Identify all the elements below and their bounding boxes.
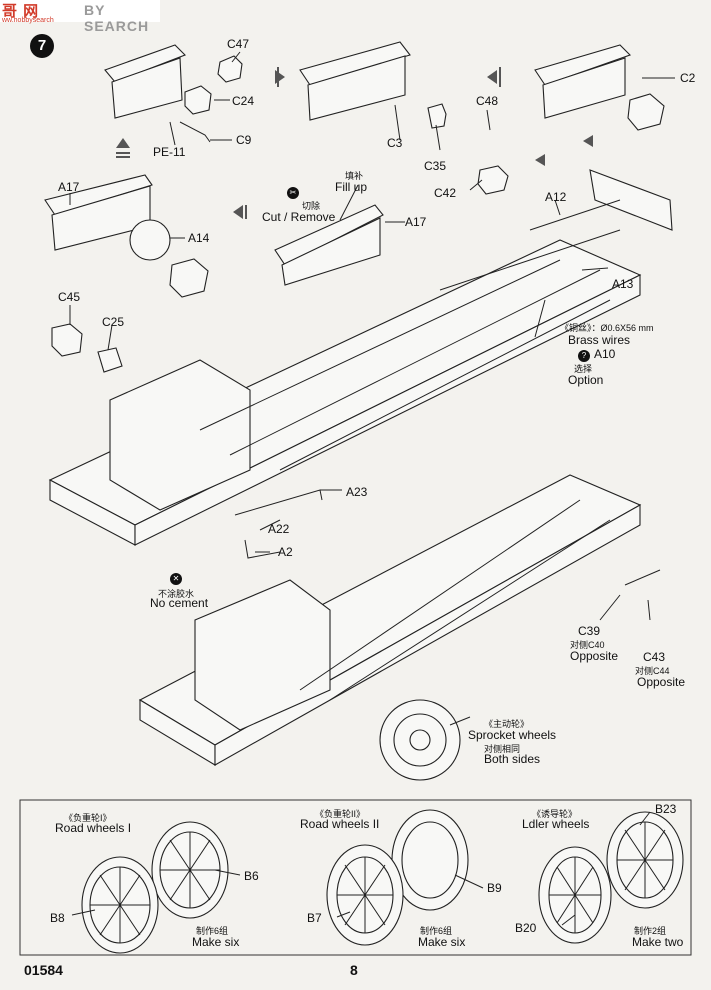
arrow-indicator bbox=[116, 138, 130, 148]
label-a22: A22 bbox=[268, 522, 290, 536]
label-b7: B7 bbox=[307, 911, 322, 925]
label-cut-cn: 切除 bbox=[302, 201, 321, 211]
option-icon: ? bbox=[578, 350, 590, 362]
label-a2: A2 bbox=[278, 545, 293, 559]
label-brass-cn: 《铜丝》：Ø0.6X56 mm bbox=[560, 323, 654, 333]
label-sprocket-en: Sprocket wheels bbox=[468, 728, 557, 742]
part-a2 bbox=[244, 539, 281, 559]
label-c3: C3 bbox=[387, 136, 403, 150]
cut-icon: ✂ bbox=[287, 187, 299, 199]
label-both-en: Both sides bbox=[484, 752, 541, 766]
label-b23: B23 bbox=[655, 802, 677, 816]
label-a10: A10 bbox=[594, 347, 616, 361]
part-a14 bbox=[129, 219, 171, 261]
bracket-top-middle bbox=[299, 41, 411, 86]
watermark: 哥 网 BY SEARCH ww.hobbysearch bbox=[0, 0, 160, 34]
label-sprocket-cn: 《主动轮》 bbox=[484, 719, 530, 729]
label-c40-cn: 对侧C40 bbox=[570, 640, 605, 650]
label-a13: A13 bbox=[612, 277, 634, 291]
label-rw2-make-cn: 制作6组 bbox=[420, 926, 453, 936]
label-c39-opposite: Opposite bbox=[570, 649, 619, 663]
label-c47: C47 bbox=[227, 37, 250, 51]
part-c2 bbox=[627, 93, 665, 131]
label-rw1-make-cn: 制作6组 bbox=[196, 926, 229, 936]
label-cut-en: Cut / Remove bbox=[262, 210, 336, 224]
label-rw2-en: Road wheels II bbox=[300, 817, 380, 831]
label-fill-cn: 填补 bbox=[345, 171, 364, 181]
part-c47 bbox=[217, 55, 243, 83]
part-c39 bbox=[624, 569, 661, 586]
label-a17-middle: A17 bbox=[405, 215, 427, 229]
bracket-top-left bbox=[104, 44, 186, 83]
label-option-en: Option bbox=[568, 373, 604, 387]
watermark-text: BY SEARCH bbox=[84, 2, 150, 34]
label-b20: B20 bbox=[515, 921, 537, 935]
part-c45 bbox=[51, 323, 83, 357]
brass-wire-a12 bbox=[529, 199, 621, 231]
label-idler-make-cn: 制作2组 bbox=[634, 926, 667, 936]
label-b9: B9 bbox=[487, 881, 502, 895]
label-rw1-cn: 《负重轮I》 bbox=[64, 813, 112, 823]
brass-wire-a13 bbox=[439, 229, 621, 291]
part-c35 bbox=[427, 103, 447, 129]
label-nocement-en: No cement bbox=[150, 596, 209, 610]
part-c42 bbox=[477, 165, 509, 195]
label-fill-en: Fill up bbox=[335, 180, 368, 194]
bracket-rear-right bbox=[589, 169, 673, 231]
page-number: 8 bbox=[350, 962, 358, 978]
watermark-logo: 哥 网 bbox=[2, 3, 40, 20]
label-pe11: PE-11 bbox=[153, 145, 186, 159]
label-c43-opposite: Opposite bbox=[637, 675, 686, 689]
engine-upper bbox=[109, 359, 251, 511]
label-idler-make-en: Make two bbox=[632, 935, 684, 949]
part-c24 bbox=[184, 85, 212, 115]
label-c43: C43 bbox=[643, 650, 666, 664]
label-idler-en: Ldler wheels bbox=[522, 817, 590, 831]
label-c35: C35 bbox=[424, 159, 447, 173]
bracket-a17-left bbox=[44, 174, 153, 216]
label-nocement-cn: 不涂胶水 bbox=[158, 589, 195, 599]
label-a12: A12 bbox=[545, 190, 567, 204]
label-a23: A23 bbox=[346, 485, 368, 499]
label-a17-left: A17 bbox=[58, 180, 80, 194]
label-c48: C48 bbox=[476, 94, 499, 108]
bracket-a17-middle bbox=[274, 204, 384, 266]
wheel-section-frame bbox=[19, 799, 692, 956]
watermark-url: ww.hobbysearch bbox=[2, 17, 54, 24]
step-number: 7 bbox=[30, 34, 54, 58]
label-b6: B6 bbox=[244, 869, 259, 883]
label-a14: A14 bbox=[188, 231, 210, 245]
engine-lower bbox=[194, 579, 331, 731]
label-c45: C45 bbox=[58, 290, 81, 304]
part-c9 bbox=[179, 121, 211, 143]
label-c44-cn: 对侧C44 bbox=[635, 666, 670, 676]
label-brass-en: Brass wires bbox=[568, 333, 631, 347]
label-b8: B8 bbox=[50, 911, 65, 925]
bracket-top-right bbox=[534, 44, 632, 86]
part-a23 bbox=[234, 489, 323, 516]
label-idler-cn: 《诱导轮》 bbox=[532, 809, 578, 819]
no-cement-icon: ✕ bbox=[170, 573, 182, 585]
label-rw2-cn: 《负重轮II》 bbox=[315, 809, 366, 819]
label-c39: C39 bbox=[578, 624, 601, 638]
label-c24: C24 bbox=[232, 94, 255, 108]
label-both-cn: 对侧相同 bbox=[484, 744, 521, 754]
label-option-cn: 选择 bbox=[574, 364, 593, 374]
label-c9: C9 bbox=[236, 133, 252, 147]
label-rw2-make-en: Make six bbox=[418, 935, 466, 949]
label-c2: C2 bbox=[680, 71, 696, 85]
label-rw1-make-en: Make six bbox=[192, 935, 240, 949]
part-c25 bbox=[97, 347, 123, 373]
label-rw1-en: Road wheels I bbox=[55, 821, 132, 835]
label-c25: C25 bbox=[102, 315, 125, 329]
label-c42: C42 bbox=[434, 186, 457, 200]
product-code: 01584 bbox=[24, 962, 63, 978]
